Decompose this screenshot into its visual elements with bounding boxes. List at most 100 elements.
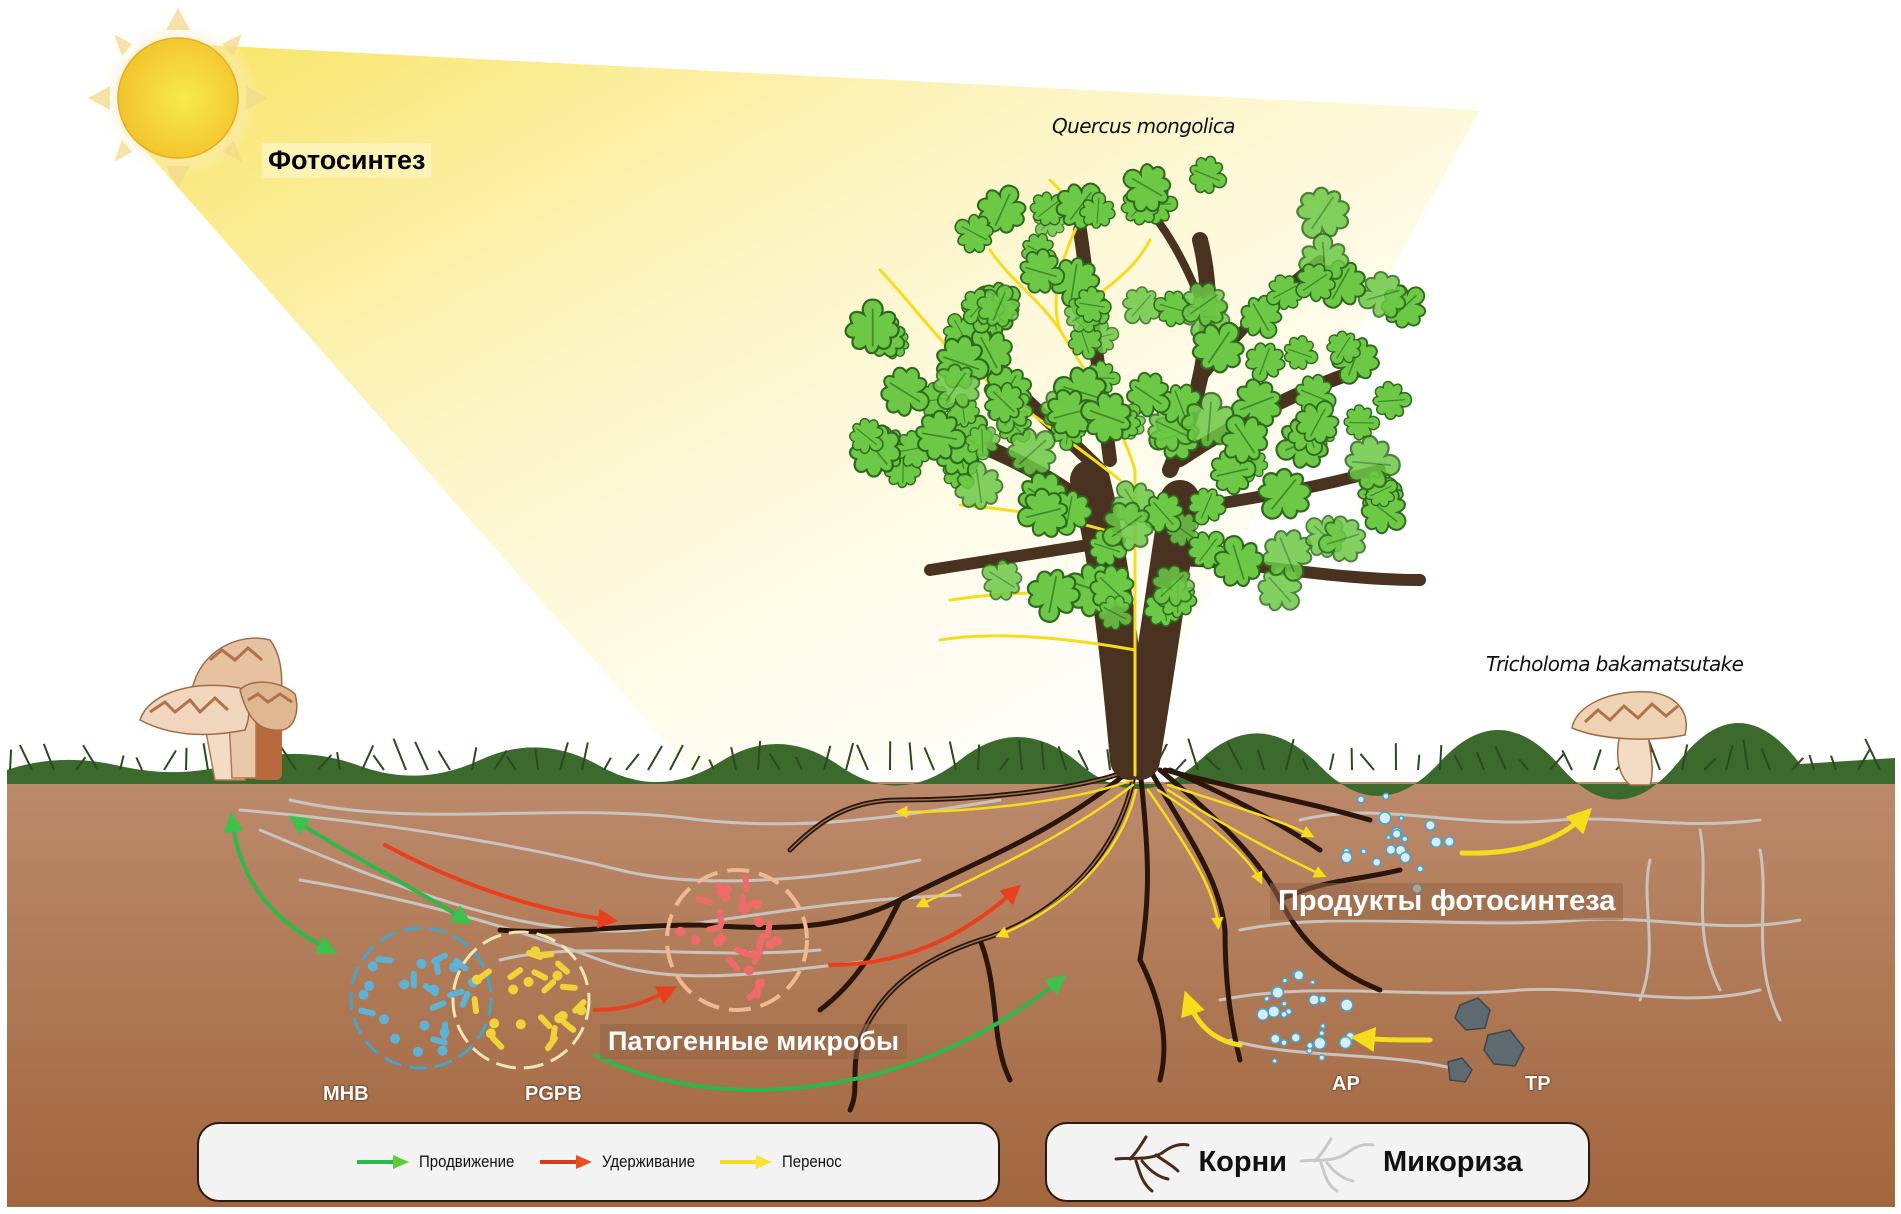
phosphate-particle [1313,1036,1327,1050]
grass-blade [1256,749,1265,771]
grass-blade [1359,753,1375,771]
microbe-cell [429,1000,447,1011]
phosphate-particle [1401,835,1409,843]
grass-blade [603,757,612,771]
grass-blade [1725,744,1734,771]
phosphate-particle [1378,811,1392,825]
grass-blade [708,759,715,771]
phosphate-particle [1382,792,1390,801]
legend-label-inhibition: Удерживание [601,1152,695,1171]
grass-blade [1453,754,1463,771]
microbe-cell [753,916,764,927]
grass-blade [923,747,935,771]
grass-blade [1518,758,1529,771]
microbe-cell [742,874,750,893]
grass-blade [493,750,508,771]
microbe-cell [552,970,563,981]
grass [7,722,1895,800]
phosphate-particle [1430,835,1443,849]
phosphate-particle [1340,998,1354,1012]
grass-blade [1791,757,1804,771]
microbe-cell [754,978,765,989]
grass-blade [768,753,781,771]
roots-icon [1112,1131,1190,1193]
microbe-cell [489,1018,500,1029]
grass-blade [1329,753,1335,771]
grass-blade [1106,749,1111,771]
grass-blade [559,742,569,771]
microbe-cell [559,983,578,991]
phosphate-particle [1318,995,1328,1004]
phosphate-particle [1281,1000,1288,1007]
grass-blade [1187,738,1199,771]
phosphate-particle [1290,1032,1301,1043]
phosphate-particle [1318,1029,1326,1037]
grass-blade [1475,751,1485,771]
microbe-cell [453,957,469,972]
grass-blade [948,741,957,771]
grass-blade [42,743,55,771]
grass-blade [1285,738,1295,771]
mhb-label: MHB [323,1083,369,1105]
root-system [497,767,1403,1113]
microbe-cell [472,974,482,985]
grass-blade [1830,755,1837,771]
microbe-cell [358,989,369,1000]
microbe-cell [489,1035,505,1050]
phosphate-particle [1263,995,1270,1002]
grass-blade [1808,754,1815,771]
grass-blade [372,754,385,771]
phosphate-particle [1356,795,1366,804]
grass-blade [1857,748,1871,771]
phosphate-particle [1280,1010,1288,1019]
legend-label-transfer: Перенос [781,1152,842,1171]
grass-blade [82,744,99,771]
pgpb-cluster [451,930,591,1070]
microbe-cell [549,1025,558,1043]
sun-icon [88,8,268,188]
microbe-cell [507,967,524,981]
phosphate-particle [1267,1005,1281,1019]
microbe-cell [508,984,519,995]
microbe-cell [557,1010,568,1021]
microbe-cell [733,946,751,958]
ap-label: AP [1332,1073,1360,1095]
microbe-cell [422,983,439,997]
grass-blade [19,744,33,771]
microbe-cell [358,1007,376,1017]
microbe-cell [726,956,741,972]
grass-blade [1226,742,1243,771]
green-arrow-icon [355,1154,411,1170]
microbe-cell [531,969,549,981]
phosphate-particle [1360,848,1367,855]
grass-blade [823,745,832,771]
sunlight-beam [145,45,1480,770]
phosphate-particle [1385,834,1392,841]
grass-blade [336,752,341,771]
phosphate-particle [1319,1023,1326,1029]
grass-blade [1561,749,1573,771]
legend-label-promotion: Продвижение [419,1152,515,1171]
phosphate-particle [1416,865,1425,873]
mycorrhiza-icon [1297,1131,1375,1193]
grass-blade [1301,757,1309,771]
microbe-cell [364,980,375,991]
microbe-cell [412,1046,423,1057]
grass-blade [845,742,855,771]
microbe-cell [541,979,557,994]
grass-blade [1439,745,1443,771]
legend-label-mycorrhiza: Микориза [1382,1145,1523,1178]
phosphate-particle [1281,977,1289,984]
phosphate-particle [1340,851,1353,864]
microbe-cell [437,1045,448,1056]
microbe-cell [379,1014,389,1025]
grass-blade [505,755,517,771]
microbe-cell [439,1027,450,1037]
grass-blade [1549,753,1565,771]
microbe-cell [530,946,541,957]
grass-blade [1018,739,1023,771]
phosphate-particle [1308,993,1320,1006]
grass-blade [1681,744,1689,771]
phosphate-particle [1280,1038,1288,1047]
grass-blade [1077,749,1089,771]
